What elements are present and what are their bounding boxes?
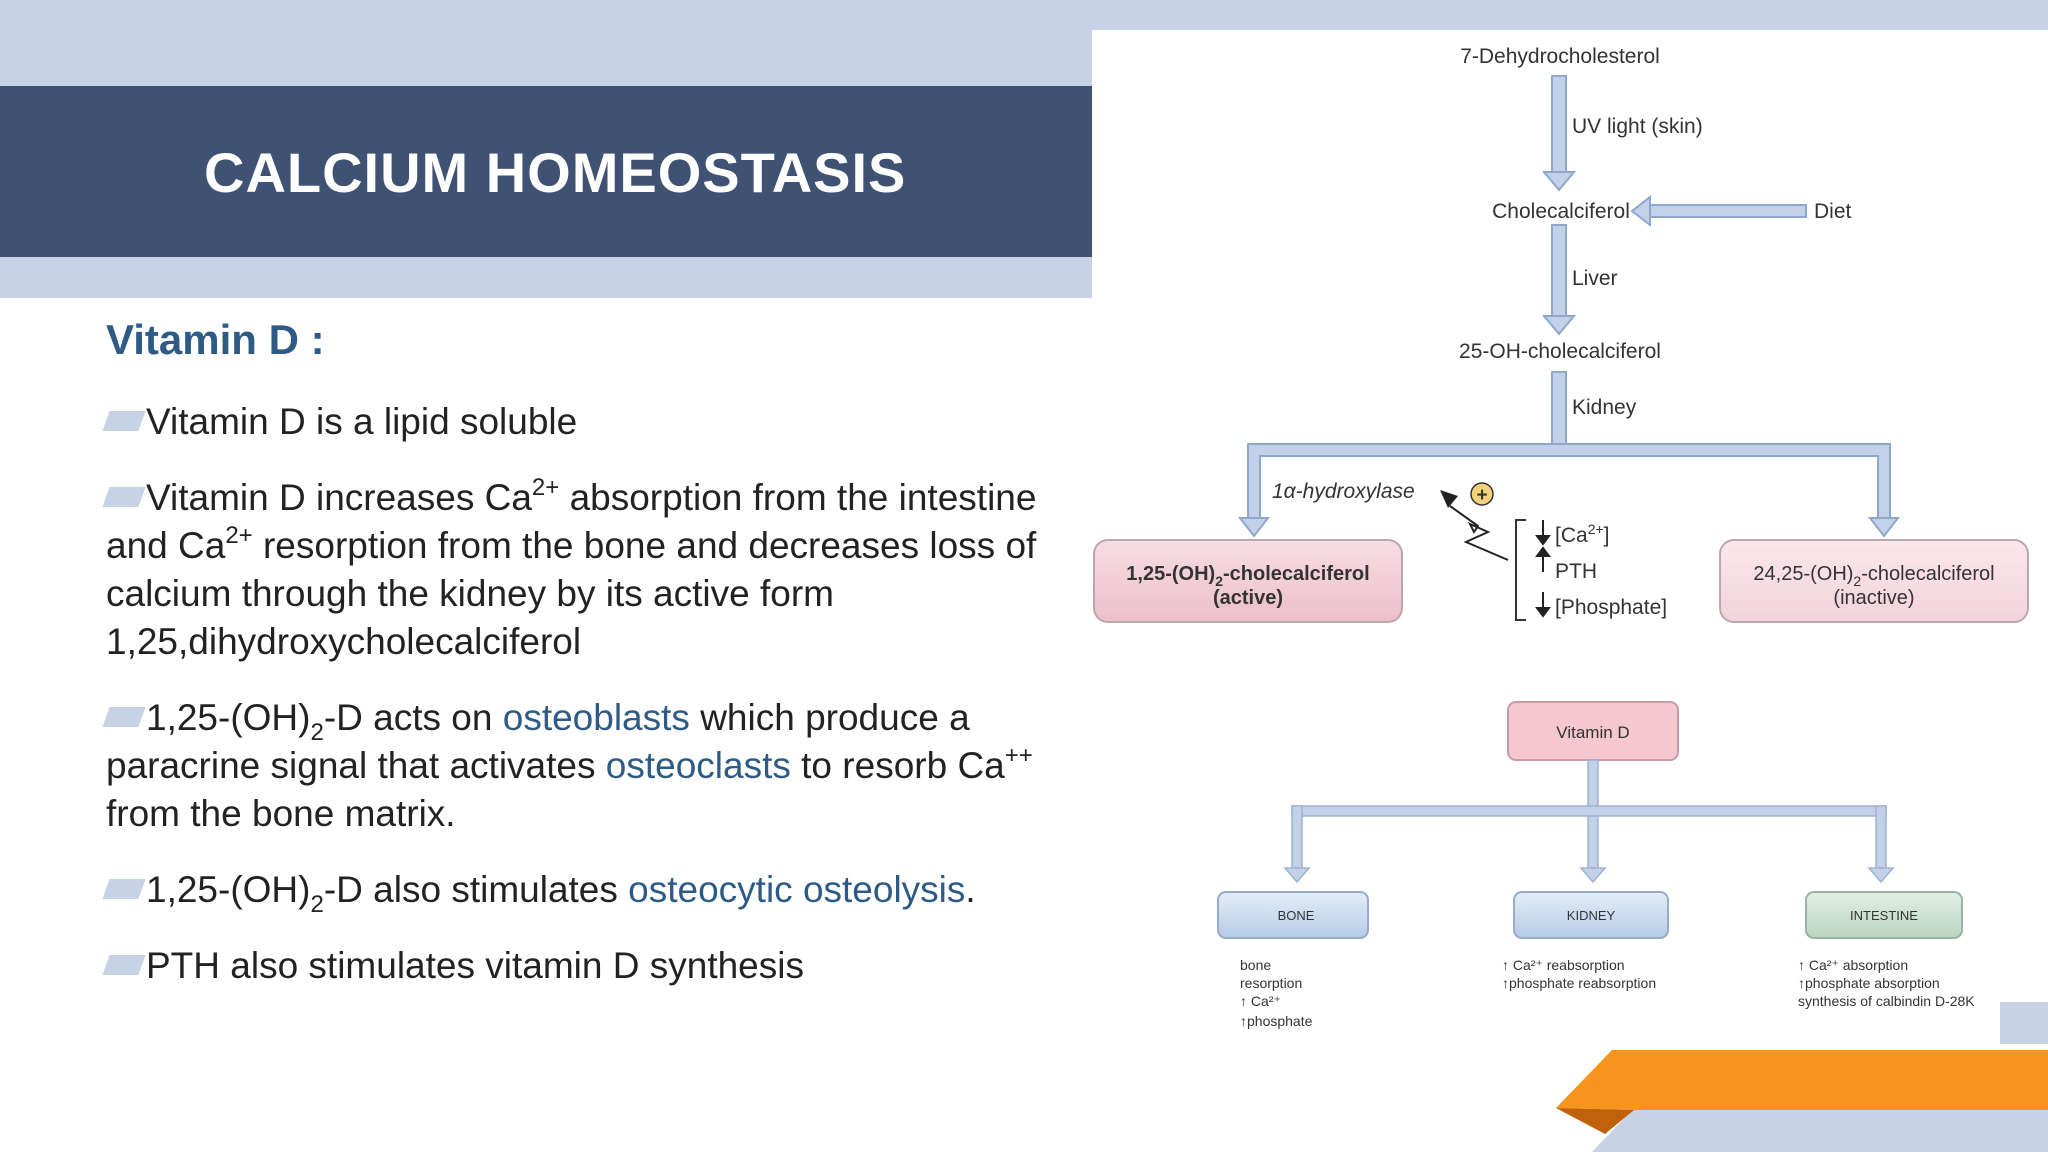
intestine-box-label: INTESTINE — [1850, 908, 1918, 923]
regulator-calcium: [Ca2+] — [1555, 521, 1610, 547]
bullet-3-text-a: 1,25-(OH) — [146, 697, 311, 738]
bullet-3-text-b: -D acts on — [323, 697, 503, 738]
bullet-3-text-c: which produce a paracrine signal that ac… — [106, 697, 970, 786]
ca-superscript: 2+ — [225, 522, 253, 549]
intestine-effects: ↑ Ca²⁺ absorption ↑phosphate absorption … — [1798, 957, 1975, 1009]
ca-superscript: 2+ — [531, 474, 560, 501]
regulation-squiggle — [1449, 505, 1509, 561]
kidney-box — [1513, 891, 1669, 939]
plus-sign: + — [1476, 485, 1487, 506]
node-cholecalciferol: Cholecalciferol — [1492, 200, 1630, 223]
bullet-3: 1,25-(OH)2-D acts on osteoblasts which p… — [102, 694, 1106, 838]
regulator-bracket — [1515, 519, 1526, 621]
bullet-4-text-b: -D also stimulates — [323, 869, 629, 910]
title-bar — [0, 86, 1092, 257]
oh-subscript: 2 — [310, 719, 324, 746]
label-liver: Liver — [1572, 267, 1618, 290]
node-diet: Diet — [1814, 200, 1852, 223]
target-arrows — [1283, 759, 1895, 884]
bullet-3-text-e: from the bone matrix. — [106, 793, 456, 834]
node-7-dehydrocholesterol: 7-Dehydrocholesterol — [1460, 45, 1660, 68]
osteoblasts-link: osteoblasts — [502, 697, 690, 738]
oh-subscript: 2 — [310, 891, 324, 918]
bullet-2-text-b: absorption from the intestine and Ca — [106, 477, 1037, 566]
hydroxylase-arrowhead — [1440, 490, 1458, 508]
vitamin-d-box-label: Vitamin D — [1556, 723, 1629, 742]
stimulate-plus-icon — [1470, 482, 1494, 506]
intestine-box — [1805, 891, 1963, 939]
regulator-arrows — [1535, 520, 1551, 618]
regulator-phosphate: [Phosphate] — [1555, 596, 1667, 619]
inactive-form-label: 24,25-(OH)2-cholecalciferol — [1753, 563, 1994, 589]
label-1a-hydroxylase: 1α-hydroxylase — [1272, 480, 1415, 503]
active-form-box — [1093, 539, 1403, 623]
bullet-4-text-c: . — [965, 869, 976, 910]
bullet-1: Vitamin D is a lipid soluble — [102, 398, 1106, 446]
bullet-3-text-d: to resorb Ca — [790, 745, 1005, 786]
osteocytic-osteolysis-link: osteocytic osteolysis — [628, 869, 966, 910]
kidney-effects: ↑ Ca²⁺ reabsorption ↑phosphate reabsorpt… — [1502, 957, 1656, 991]
label-uv-light: UV light (skin) — [1572, 115, 1703, 138]
label-kidney: Kidney — [1572, 396, 1637, 419]
flow-arrows — [1237, 75, 1901, 538]
bullet-4: 1,25-(OH)2-D also stimulates osteocytic … — [102, 866, 1106, 917]
regulator-pth: PTH — [1555, 560, 1597, 583]
kidney-box-label: KIDNEY — [1567, 908, 1616, 923]
slide-title: CALCIUM HOMEOSTASIS — [204, 141, 907, 204]
bone-box-label: BONE — [1278, 908, 1315, 923]
bullet-5: PTH also stimulates vitamin D synthesis — [102, 942, 1106, 990]
node-25-oh-cholecalciferol: 25-OH-cholecalciferol — [1459, 340, 1661, 363]
active-form-status: (active) — [1213, 587, 1283, 609]
bone-box — [1217, 891, 1369, 939]
bullet-2-text-a: Vitamin D increases Ca — [146, 477, 532, 518]
section-subtitle: Vitamin D : — [106, 316, 325, 363]
bullet-2-text-c: resorption from the bone and decreases l… — [106, 525, 1037, 662]
inactive-form-box — [1719, 539, 2029, 623]
bullet-1-text: Vitamin D is a lipid soluble — [146, 401, 578, 442]
active-form-label: 1,25-(OH)2-cholecalciferol — [1126, 563, 1369, 589]
inactive-form-status: (inactive) — [1833, 587, 1914, 609]
osteoclasts-link: osteoclasts — [605, 745, 791, 786]
bullet-2: Vitamin D increases Ca2+ absorption from… — [102, 474, 1106, 666]
bone-effects: bone resorption ↑ Ca²⁺ ↑phosphate — [1240, 957, 1313, 1029]
bullet-4-text-a: 1,25-(OH) — [146, 869, 311, 910]
bullet-5-text: PTH also stimulates vitamin D synthesis — [146, 945, 804, 986]
ca-superscript: ++ — [1004, 742, 1033, 769]
